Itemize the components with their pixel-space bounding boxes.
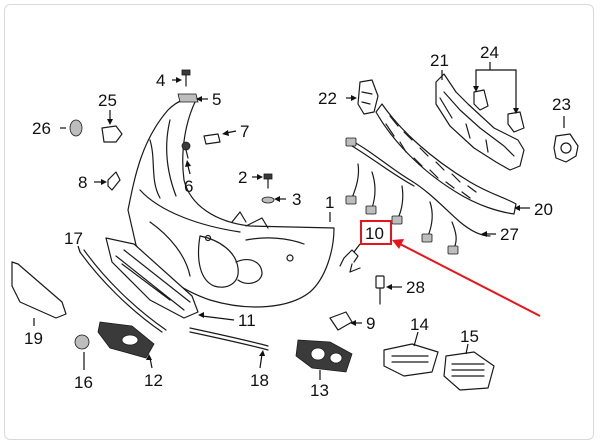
callout-16: 16: [74, 373, 93, 392]
callout-5: 5: [212, 90, 221, 109]
clip-24: [473, 89, 525, 133]
callout-2: 2: [238, 168, 247, 187]
callout-8: 8: [78, 173, 87, 192]
callout-21: 21: [430, 51, 449, 70]
callout-26: 26: [32, 119, 51, 138]
sensor-23: [553, 133, 579, 163]
callout-24: 24: [480, 43, 499, 62]
bracket-8: [107, 171, 121, 191]
bracket-10: [339, 249, 361, 273]
highlight-annotation: [360, 220, 541, 317]
lamp-bezel-13: [295, 339, 353, 373]
callout-23: 23: [552, 95, 571, 114]
callout-11: 11: [238, 311, 256, 330]
callout-25: 25: [98, 91, 117, 110]
callout-27: 27: [500, 225, 519, 244]
wiring-harness: [345, 137, 491, 255]
callout-19: 19: [24, 329, 43, 348]
callout-15: 15: [460, 327, 479, 346]
tow-cover-9: [329, 311, 353, 331]
callout-7: 7: [240, 122, 249, 141]
callout-18: 18: [250, 371, 269, 390]
callout-20: 20: [534, 200, 553, 219]
callout-6: 6: [184, 177, 193, 196]
callout-13: 13: [310, 381, 329, 400]
vent-grille-14: [383, 343, 439, 377]
callout-28: 28: [406, 278, 425, 297]
highlight-box: [360, 220, 392, 245]
callout-10: 10: [365, 224, 384, 243]
fog-cap-16: [74, 334, 90, 350]
trim-strip-17: [79, 249, 167, 333]
leader-lines: [33, 62, 565, 380]
callout-22: 22: [318, 89, 337, 108]
lower-grille-11: [105, 237, 199, 319]
impact-bracket: [435, 73, 525, 171]
highlight-arrow-line: [399, 243, 541, 317]
callout-17: 17: [64, 229, 83, 248]
sensor-28: [375, 275, 385, 305]
callout-1: 1: [325, 193, 334, 212]
fasteners: [69, 69, 275, 204]
callout-9: 9: [366, 314, 375, 333]
callout-14: 14: [410, 315, 429, 334]
callout-12: 12: [144, 371, 163, 390]
highlight-arrow-head: [392, 239, 404, 249]
callout-labels: 1 2 3 4 5 6 7 8 9 10 11 12 13 14 15 16 1…: [24, 43, 571, 400]
vent-grille-15: [443, 351, 495, 391]
energy-absorber: [375, 103, 517, 215]
bumper-cover: [127, 97, 335, 308]
callout-3: 3: [292, 190, 301, 209]
side-molding-19: [11, 261, 67, 319]
image-frame: [4, 4, 594, 440]
grille-insert-12: [97, 321, 155, 359]
lower-trim-18: [189, 327, 269, 351]
bracket-22: [357, 79, 379, 115]
callout-4: 4: [156, 71, 165, 90]
